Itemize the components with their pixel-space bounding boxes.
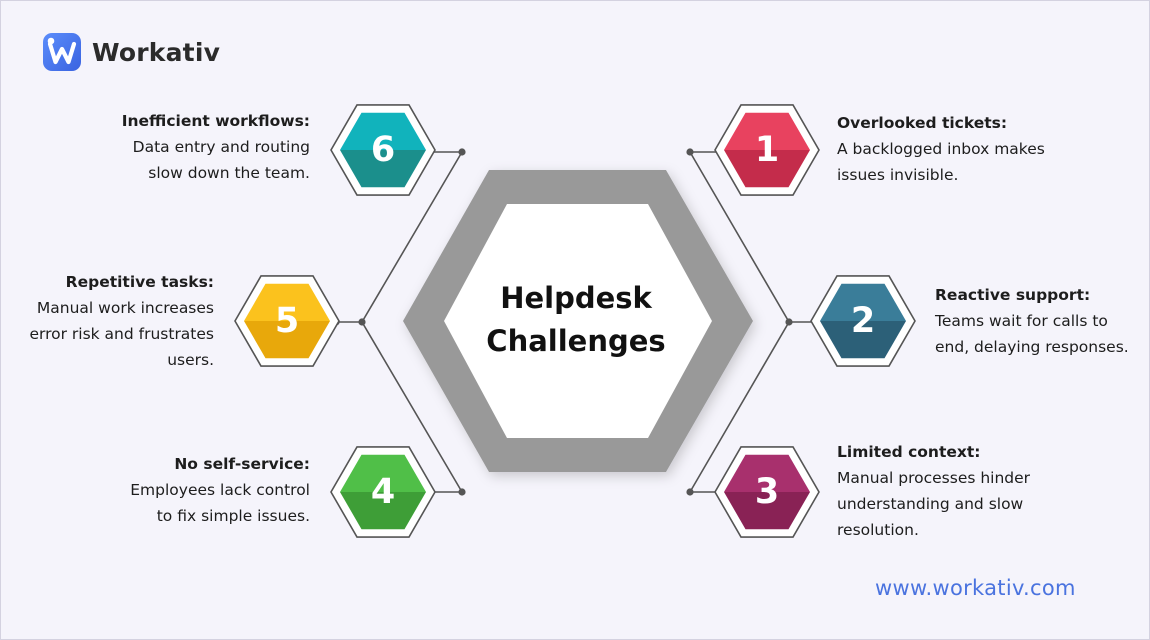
challenge-2-line-2: end, delaying responses. bbox=[935, 338, 1129, 356]
hexagon-6-bottom-fill bbox=[340, 150, 426, 188]
hexagon-5-top-fill bbox=[244, 283, 330, 321]
challenge-6: Inefficient workflows: Data entry and ro… bbox=[122, 108, 310, 186]
challenge-1: Overlooked tickets: A backlogged inbox m… bbox=[837, 110, 1045, 188]
hexagon-2-top-fill bbox=[820, 283, 906, 321]
challenge-2-line-1: Teams wait for calls to bbox=[935, 312, 1108, 330]
center-title-line-2: Challenges bbox=[486, 324, 666, 358]
hexagon-4 bbox=[330, 446, 436, 538]
numbered-hexagons bbox=[234, 104, 916, 538]
hexagon-3-bottom-fill bbox=[724, 492, 810, 530]
hexagon-number-5: 5 bbox=[274, 301, 300, 341]
hexagon-4-top-fill bbox=[340, 454, 426, 492]
challenge-6-line-2: slow down the team. bbox=[148, 164, 310, 182]
hexagon-2 bbox=[810, 275, 916, 367]
website-link[interactable]: www.workativ.com bbox=[875, 576, 1076, 600]
challenge-3-line-3: resolution. bbox=[837, 521, 919, 539]
challenge-3-line-1: Manual processes hinder bbox=[837, 469, 1031, 487]
challenge-4: No self-service: Employees lack control … bbox=[130, 451, 310, 529]
hexagon-6 bbox=[330, 104, 436, 196]
hexagon-number-1: 1 bbox=[754, 130, 780, 170]
challenge-3: Limited context: Manual processes hinder… bbox=[837, 439, 1030, 543]
challenge-3-title: Limited context: bbox=[837, 443, 981, 461]
hexagon-5 bbox=[234, 275, 340, 367]
hexagon-5-bottom-fill bbox=[244, 321, 330, 359]
hexagon-number-3: 3 bbox=[754, 472, 780, 512]
brand: Workativ bbox=[43, 33, 220, 71]
hexagon-1-bottom-fill bbox=[724, 150, 810, 188]
challenge-5: Repetitive tasks: Manual work increases … bbox=[29, 269, 214, 373]
challenge-4-line-2: to fix simple issues. bbox=[156, 507, 310, 525]
hexagon-1-top-fill bbox=[724, 112, 810, 150]
challenge-4-title: No self-service: bbox=[174, 455, 310, 473]
hexagon-6-top-fill bbox=[340, 112, 426, 150]
challenge-1-line-2: issues invisible. bbox=[837, 166, 959, 184]
center-hexagon bbox=[444, 204, 712, 438]
center-title-line-1: Helpdesk bbox=[500, 281, 652, 315]
hexagon-number-6: 6 bbox=[370, 130, 396, 170]
hexagon-number-4: 4 bbox=[370, 472, 396, 512]
hexagon-1 bbox=[714, 104, 820, 196]
challenge-5-line-3: users. bbox=[167, 351, 214, 369]
hexagon-3-top-fill bbox=[724, 454, 810, 492]
challenge-5-line-1: Manual work increases bbox=[36, 299, 214, 317]
challenge-1-line-1: A backlogged inbox makes bbox=[837, 140, 1045, 158]
challenge-6-title: Inefficient workflows: bbox=[121, 112, 310, 130]
challenge-1-title: Overlooked tickets: bbox=[837, 114, 1008, 132]
challenge-2-title: Reactive support: bbox=[935, 286, 1091, 304]
center-title: Helpdesk Challenges bbox=[451, 277, 701, 363]
challenge-6-line-1: Data entry and routing bbox=[132, 138, 310, 156]
workativ-logo-icon bbox=[43, 33, 81, 71]
challenge-2: Reactive support: Teams wait for calls t… bbox=[935, 282, 1129, 360]
hexagon-4-bottom-fill bbox=[340, 492, 426, 530]
challenge-5-line-2: error risk and frustrates bbox=[29, 325, 214, 343]
hexagon-number-2: 2 bbox=[850, 301, 876, 341]
challenge-4-line-1: Employees lack control bbox=[130, 481, 310, 499]
challenge-5-title: Repetitive tasks: bbox=[65, 273, 214, 291]
brand-name: Workativ bbox=[92, 37, 221, 67]
hexagon-2-bottom-fill bbox=[820, 321, 906, 359]
hexagon-3 bbox=[714, 446, 820, 538]
challenge-3-line-2: understanding and slow bbox=[837, 495, 1024, 513]
